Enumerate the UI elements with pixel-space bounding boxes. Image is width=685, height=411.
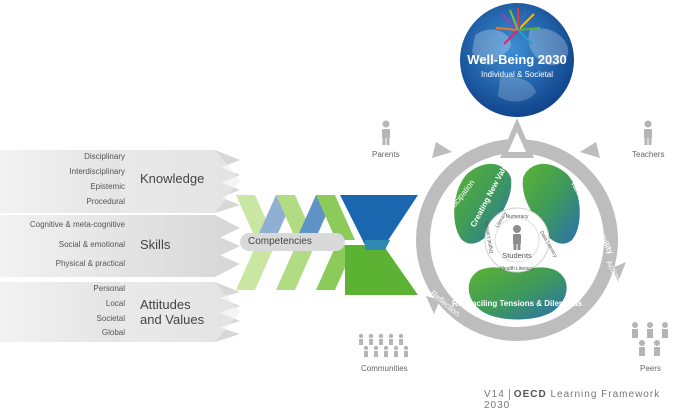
- peers-label: Peers: [640, 364, 661, 373]
- competencies-label: Competencies: [248, 236, 312, 247]
- knowledge-heading: Knowledge: [140, 171, 205, 186]
- attitudes-heading-line2: and Values: [140, 312, 205, 327]
- student-icon: [513, 225, 521, 250]
- literacy-health: Health Literacy: [500, 266, 534, 272]
- teachers-icon: [644, 120, 652, 145]
- peers-icon: [632, 322, 668, 356]
- communities-icon: [358, 333, 409, 357]
- footer-version: V14: [484, 389, 505, 401]
- knowledge-item: Interdisciplinary: [69, 167, 125, 176]
- compass: [416, 118, 626, 341]
- starburst-icon: [495, 8, 541, 45]
- well-being-globe: [460, 3, 574, 117]
- parents-label: Parents: [372, 150, 400, 159]
- competencies-pill: [240, 233, 345, 251]
- literacy-digital: Digital Literacy: [483, 220, 495, 254]
- goal-title: Well-Being 2030: [467, 52, 566, 67]
- knowledge-item: Epistemic: [90, 182, 125, 191]
- communities-label: Communities: [361, 364, 408, 373]
- skills-item: Cognitive & meta-cognitive: [29, 220, 125, 229]
- attitudes-heading-line1: Attitudes: [140, 297, 191, 312]
- skills-heading: Skills: [140, 237, 171, 252]
- skills-item: Physical & practical: [55, 259, 125, 268]
- footer-brand: OECD: [513, 389, 547, 401]
- students-label: Students: [502, 251, 532, 260]
- footer: V14 OECD Learning Framework 2030: [484, 389, 685, 411]
- petal-label-reconciling: Reconciling Tensions & Dilemmas: [452, 299, 583, 308]
- petal-reconciling: [468, 267, 567, 320]
- petal-taking-responsibility: [522, 163, 580, 244]
- teachers-label: Teachers: [632, 150, 665, 159]
- literacy-numeracy: Numeracy: [506, 214, 529, 220]
- skills-item: Social & emotional: [58, 240, 125, 249]
- attitudes-item: Societal: [96, 314, 125, 323]
- skills-band: [0, 215, 240, 277]
- attitudes-band: [0, 282, 240, 342]
- goal-subtitle: Individual & Societal: [481, 70, 553, 79]
- competency-weave: [236, 195, 418, 295]
- petal-creating-new-value: [454, 163, 512, 244]
- knowledge-item: Disciplinary: [84, 152, 125, 161]
- parents-icon: [382, 120, 390, 145]
- knowledge-band: [0, 150, 240, 213]
- knowledge-item: Procedural: [86, 197, 125, 206]
- footer-title: Learning Framework 2030: [484, 389, 661, 411]
- attitudes-item: Local: [105, 299, 125, 308]
- attitudes-item: Global: [101, 328, 125, 337]
- attitudes-item: Personal: [93, 284, 125, 293]
